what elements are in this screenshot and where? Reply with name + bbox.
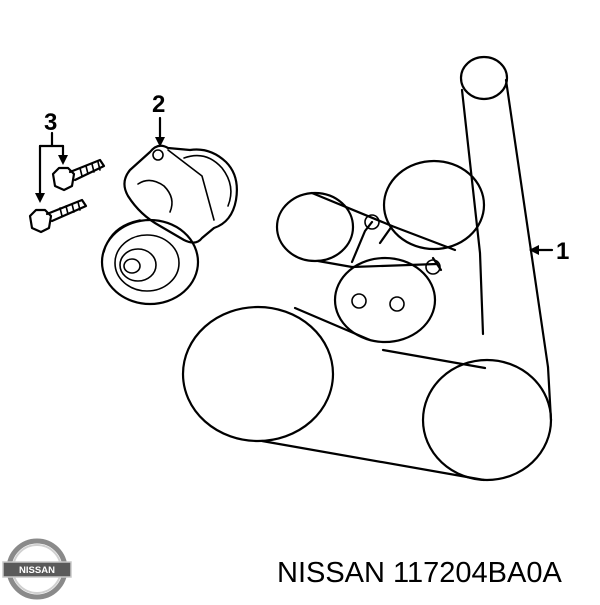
belt-run-right [504, 78, 550, 369]
tensioner-bolt-center [389, 296, 405, 312]
tensioner-pulley [333, 256, 437, 344]
lower-bolt-threads [59, 201, 81, 217]
upper-bolt-head [51, 166, 76, 192]
belt-run-link-c [431, 256, 443, 272]
belt-run-link-a [378, 224, 394, 245]
pulleys [181, 55, 553, 482]
tensioner-pulley-shadow [103, 219, 141, 253]
belt-run-left-upper [460, 88, 485, 336]
callout-1-arrowhead [529, 245, 539, 255]
callout-3-label: 3 [44, 109, 57, 136]
belt-run-right-lower [546, 365, 553, 422]
tensioner-mount [137, 179, 173, 213]
lower-bolt-head [28, 208, 53, 234]
alternator-pulley [382, 159, 486, 251]
callout-1-label: 1 [556, 238, 569, 265]
logo-wordmark: NISSAN [19, 565, 55, 576]
tensioner-assembly-pulley [100, 218, 200, 306]
belt-run-bottom [260, 439, 486, 482]
tensioner-pulley-rim [114, 234, 180, 292]
tensioner-pulley-hub [119, 248, 157, 282]
upper-bolt-threads [79, 161, 101, 177]
top-idler-pulley [459, 55, 509, 101]
logo-bar [2, 561, 72, 578]
tensioner-pulley-center [123, 258, 141, 274]
part-number: 117204BA0A [393, 557, 562, 589]
tensioner-arm [167, 149, 215, 221]
nissan-logo: NISSAN [2, 538, 72, 600]
belt-run-crank-tensioner [293, 306, 372, 342]
callout-leaders [35, 116, 554, 255]
lower-bolt-shank [45, 198, 88, 223]
tensioner-body-edge [183, 154, 232, 207]
upper-bolt-shank [68, 158, 106, 182]
bolts [28, 158, 106, 234]
tensioner-bolt-left [351, 293, 367, 309]
part-caption: NISSAN 117204BA0A [277, 553, 595, 593]
belt-run-middle [316, 259, 439, 269]
tensioner-bolt-top [364, 214, 380, 230]
lower-right-pulley [421, 358, 553, 482]
small-left-pulley [275, 191, 355, 263]
callout-2-label: 2 [152, 91, 165, 118]
callout-3-arrowhead-left [35, 193, 45, 203]
tensioner-assembly [100, 144, 238, 306]
tensioner-body [123, 144, 238, 244]
drive-belt [260, 78, 553, 482]
tensioner-hole [152, 149, 164, 161]
crankshaft-pulley [181, 305, 335, 443]
callout-2-arrowhead [155, 137, 165, 147]
callout-3-arrowhead-right [58, 155, 68, 165]
belt-run-link-b [350, 220, 374, 264]
belt-run-lower-inner [381, 348, 487, 370]
brand-name: NISSAN [277, 557, 385, 589]
